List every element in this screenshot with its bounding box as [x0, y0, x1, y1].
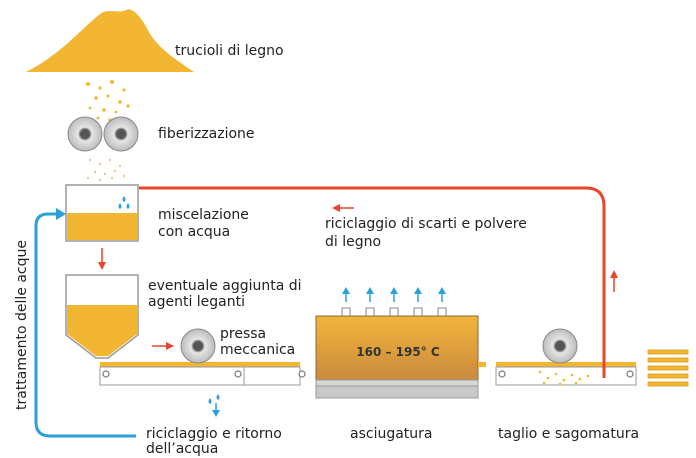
cutting-label: taglio e sagomatura — [498, 426, 640, 442]
fiberization-label: fiberizzazione — [158, 126, 255, 142]
binders-label-line2: agenti leganti — [148, 294, 246, 310]
mixing-label-line2: con acqua — [158, 224, 231, 240]
water-treatment-loop — [34, 208, 136, 438]
binder-hopper — [65, 274, 139, 359]
press-label-line2: meccanica — [220, 342, 296, 358]
dryer-temperature: 160 – 195° C — [356, 345, 440, 359]
conveyor-1 — [99, 362, 306, 386]
mixer-to-hopper-arrow — [98, 248, 106, 270]
finished-boards-stack — [647, 349, 689, 387]
wood-chips-label: trucioli di legno — [175, 43, 284, 59]
water-return-label-line1: riciclaggio e ritorno — [146, 426, 282, 442]
drying-label: asciugatura — [350, 426, 433, 442]
water-return-indicator — [208, 394, 220, 417]
steam-arrow-icon — [342, 287, 446, 302]
water-drops-icon — [118, 196, 130, 209]
scrap-recycling-loop — [139, 186, 618, 378]
dryer — [315, 287, 486, 399]
mixing-label-line1: miscelazione — [158, 207, 249, 223]
wood-chips-pile — [26, 9, 194, 122]
water-treatment-label: trattamento delle acque — [14, 239, 30, 410]
roller-icon — [180, 328, 216, 364]
water-return-label-line2: dell’acqua — [146, 441, 219, 457]
press-label-line1: pressa — [220, 326, 267, 342]
scrap-recycling-label-line1: riciclaggio di scarti e polvere — [325, 216, 527, 232]
scrap-recycling-label-line2: di legno — [325, 234, 382, 250]
mixing-tank — [65, 184, 139, 242]
press-input-arrow — [152, 342, 174, 350]
conveyor-2 — [495, 328, 637, 386]
binders-label-line1: eventuale aggiunta di — [148, 278, 302, 294]
fiberization-rollers — [67, 116, 139, 182]
